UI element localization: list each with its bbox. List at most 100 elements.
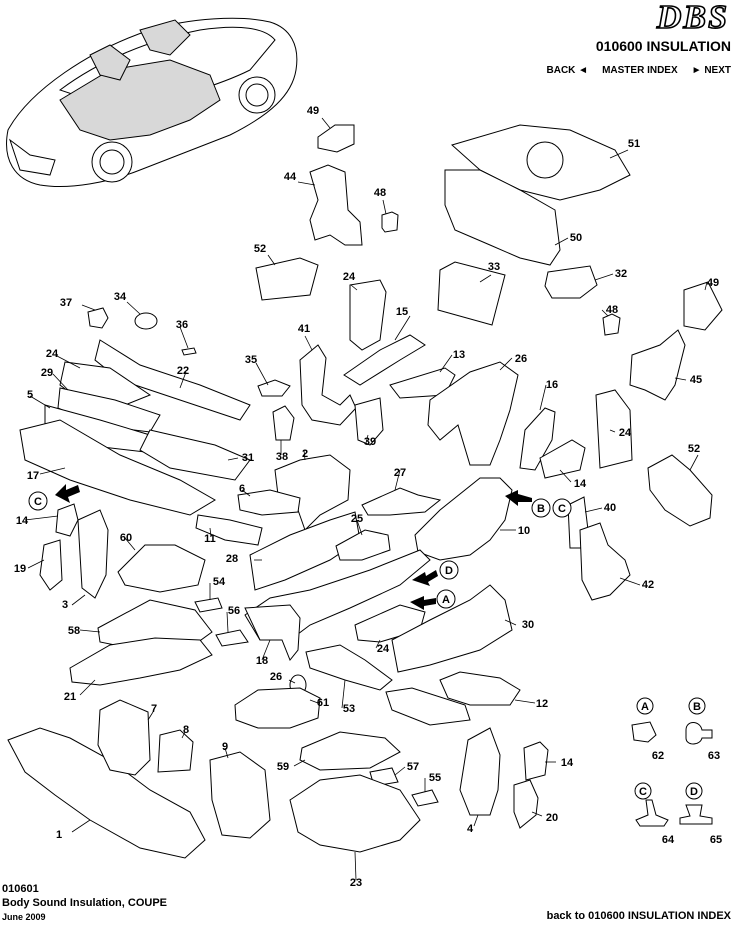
legend-number-63: 63 (708, 750, 720, 762)
callout-40: 37 (60, 297, 72, 309)
callout-28: 26 (270, 671, 282, 683)
callout-39: 36 (176, 319, 188, 331)
callout-56: 56 (228, 605, 240, 617)
arrow-a (410, 596, 436, 610)
marker-letter: C (558, 503, 566, 515)
callout-47: 45 (690, 374, 702, 386)
legend-letter-d: D (690, 786, 698, 798)
arrow-b-c-right (505, 490, 532, 506)
callout-52: 52 (688, 443, 700, 455)
legend-number-62: 62 (652, 750, 664, 762)
callout-44: 41 (298, 323, 310, 335)
callout-52: 52 (254, 243, 266, 255)
callout-35: 32 (615, 268, 627, 280)
back-to-index-link[interactable]: back to 010600 INSULATION INDEX (546, 910, 731, 922)
callout-26: 25 (351, 513, 363, 525)
callout-34: 31 (242, 452, 254, 464)
callout-23: 22 (177, 365, 189, 377)
callout-12: 12 (536, 698, 548, 710)
navigation-bar: BACK ◄ MASTER INDEX ► NEXT (547, 65, 731, 76)
part-shapes (7, 124, 723, 859)
callout-25: 24 (377, 643, 390, 655)
page-code: 010601 (2, 883, 39, 895)
clip-b-icon (685, 722, 713, 745)
callout-46: 44 (284, 171, 297, 183)
next-link[interactable]: ► NEXT (691, 65, 731, 76)
callout-33: 29 (41, 367, 53, 379)
callout-10: 10 (518, 525, 530, 537)
callout-2: 2 (302, 448, 308, 460)
callout-27: 24 (46, 348, 59, 360)
fastener-legend: A 62 B 63 C 64 D 65 (631, 697, 722, 846)
callout-61: 61 (317, 697, 329, 709)
callout-14: 14 (561, 757, 574, 769)
callout-19: 19 (14, 563, 26, 575)
clip-c-icon (635, 799, 669, 827)
callout-55: 55 (429, 772, 441, 784)
footer-info: 010601 Body Sound Insulation, COUPE June… (2, 882, 167, 924)
leader-lines (24, 117, 708, 881)
callout-6: 6 (239, 483, 245, 495)
callout-14: 14 (16, 515, 29, 527)
callout-1: 1 (56, 829, 62, 841)
arrow-c-left (55, 484, 80, 503)
master-index-link[interactable]: MASTER INDEX (602, 65, 678, 76)
callout-11: 11 (204, 533, 216, 545)
callout-13: 13 (453, 349, 465, 361)
legend-letter-c: C (639, 786, 647, 798)
page-title: 010600 INSULATION (595, 38, 731, 54)
callout-57: 57 (407, 761, 419, 773)
callout-58: 58 (68, 625, 80, 637)
clip-d-icon (679, 804, 713, 825)
callout-41: 38 (276, 451, 288, 463)
page-date: June 2009 (2, 912, 46, 922)
callout-37: 34 (114, 291, 127, 303)
callout-17: 17 (27, 470, 39, 482)
clip-a-icon (631, 721, 657, 743)
part-callouts: 49 44 48 51 50 52 24 33 32 49 37 34 48 1… (14, 105, 719, 889)
callout-53: 53 (343, 703, 355, 715)
callout-5: 5 (27, 389, 33, 401)
callout-48: 48 (374, 187, 386, 199)
arrow-d (412, 570, 438, 586)
callout-20: 20 (546, 812, 558, 824)
callout-49: 49 (707, 277, 719, 289)
callout-42: 39 (364, 436, 376, 448)
dbs-logo: DBS (655, 0, 729, 34)
page-description: Body Sound Insulation, COUPE (2, 897, 167, 909)
callout-60: 60 (120, 532, 132, 544)
callout-13: 14 (574, 478, 587, 490)
callout-9: 9 (222, 741, 228, 753)
callout-43: 40 (604, 502, 616, 514)
callout-15: 15 (396, 306, 408, 318)
callout-arrows (55, 484, 532, 610)
callout-18: 18 (256, 655, 268, 667)
callout-38: 35 (245, 354, 257, 366)
letter-markers: C B C D A (28, 491, 572, 609)
marker-letter: A (442, 594, 450, 606)
callout-31: 28 (226, 553, 238, 565)
callout-8: 8 (183, 724, 189, 736)
legend-letter-b: B (693, 701, 701, 713)
callout-51: 51 (628, 138, 640, 150)
legend-number-65: 65 (710, 834, 722, 846)
marker-letter: D (445, 565, 453, 577)
marker-letter: B (537, 503, 545, 515)
callout-7: 7 (151, 703, 157, 715)
callout-30: 27 (394, 467, 406, 479)
back-link[interactable]: BACK ◄ (546, 65, 589, 76)
legend-letter-a: A (641, 701, 649, 713)
callout-24: 24 (343, 271, 356, 283)
callout-3: 3 (62, 599, 68, 611)
callout-21: 21 (64, 691, 76, 703)
car-illustration (6, 17, 298, 187)
callout-32: 30 (522, 619, 534, 631)
callout-22: 23 (350, 877, 362, 889)
callout-45: 42 (642, 579, 654, 591)
dbs-logo-text: DBS (656, 0, 729, 34)
callout-36: 33 (488, 261, 500, 273)
marker-letter: C (34, 496, 42, 508)
callout-54: 54 (213, 576, 226, 588)
callout-24: 24 (619, 427, 632, 439)
